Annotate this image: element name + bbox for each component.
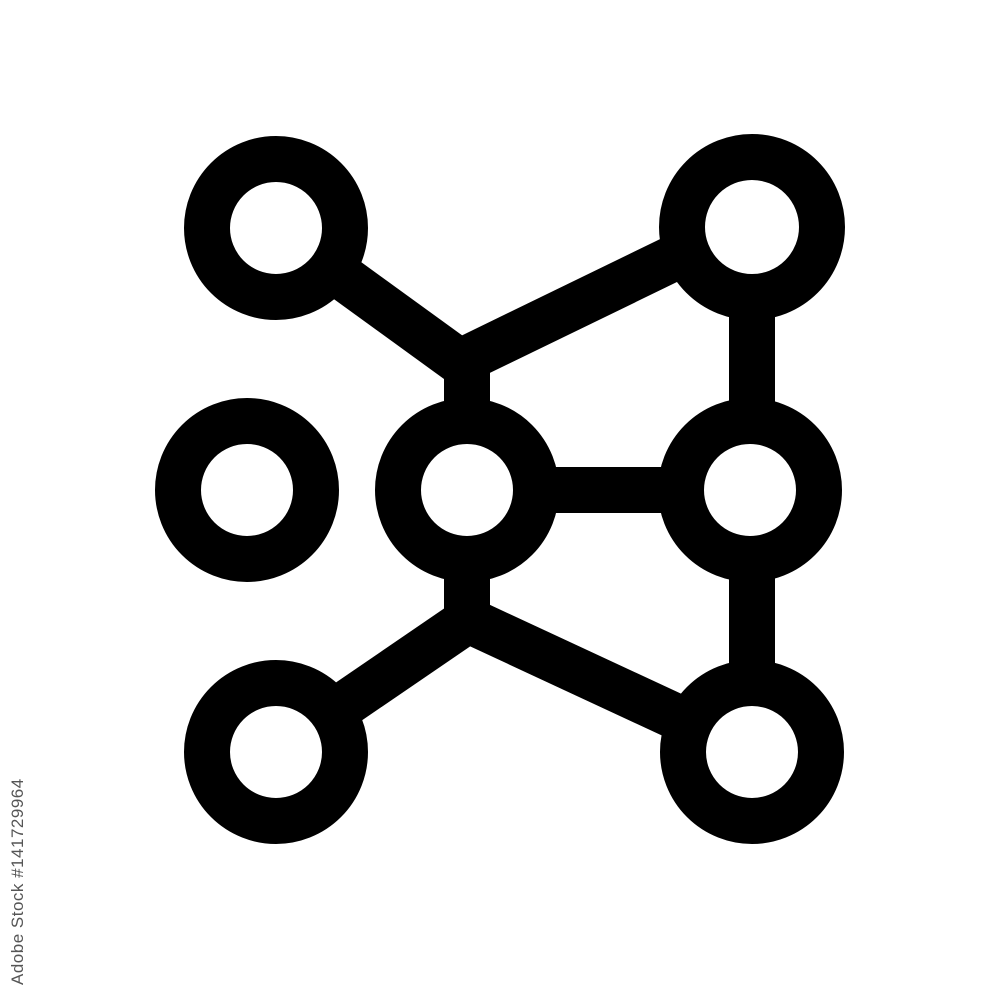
stock-id-number: #141729964: [8, 778, 27, 878]
node-bottom-right: [660, 660, 844, 844]
node-top-left: [184, 136, 368, 320]
node-middle-right: [658, 398, 842, 582]
node-center: [375, 398, 559, 582]
node-bottom-left: [184, 660, 368, 844]
node-middle-left: [155, 398, 339, 582]
watermark-brand: Adobe Stock: [8, 883, 27, 985]
stock-id-label: Adobe Stock #141729964: [8, 778, 28, 985]
node-top-right: [659, 134, 845, 320]
nodes: [155, 134, 845, 844]
